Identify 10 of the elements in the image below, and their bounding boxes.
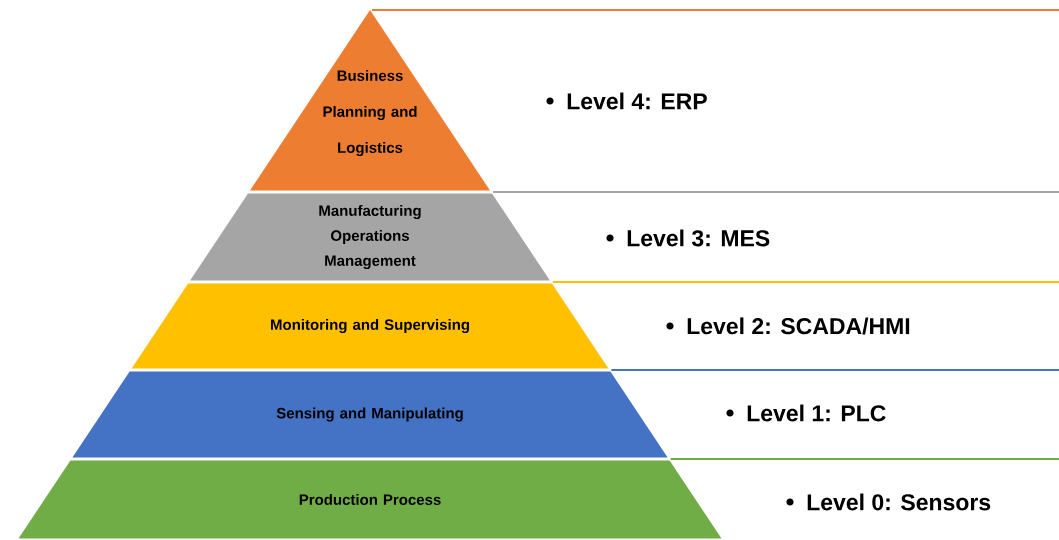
pyramid-tier: Sensing and Manipulating [72,371,668,458]
pyramid-tier: Monitoring and Supervising [131,283,609,369]
pyramid-tier: Production Process [18,460,722,539]
node-label: Level 1: PLC [747,404,886,422]
pyramid-tier: Business Planning and Logistics [250,10,490,191]
node-label: Level 0: Sensors [807,493,991,511]
node-label: Level 4: ERP [567,92,707,110]
pyramid-tier: Manufacturing Operations Management [190,193,550,281]
node-label: Level 3: MES [627,229,770,247]
node-label: Level 2: SCADA/HMI [687,317,910,335]
